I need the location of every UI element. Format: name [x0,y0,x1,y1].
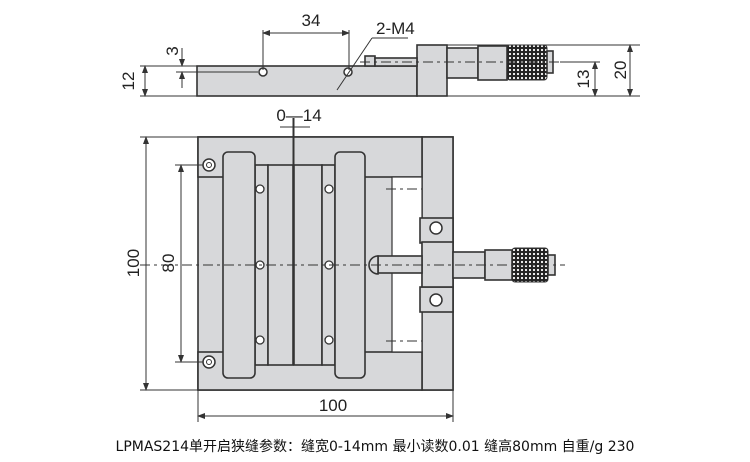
screw-icons [255,184,334,345]
dim-13-label: 13 [574,70,593,89]
screw-icon [255,184,265,194]
top-view: 0—14 100 80 100 [124,106,565,422]
side-block [416,44,448,97]
side-view: 34 2-M4 3 12 13 20 [119,11,640,97]
slit-range-label: 0—14 [276,106,321,125]
dim-3-label: 3 [163,46,182,55]
thread-leader-line [336,37,373,91]
screw-icon [324,184,334,194]
dim-slit-height-label: 80 [159,254,178,273]
spec-caption: LPMAS214单开启狭缝参数：缝宽0-14mm 最小读数0.01 缝高80mm… [115,439,635,455]
side-body [196,65,418,97]
dim-12-label: 12 [119,72,138,91]
mount-hole-icon [202,158,216,172]
mount-hole-icon [429,221,443,235]
thread-label: 2-M4 [376,19,415,38]
mount-hole-icon [202,355,216,369]
dim-width-label: 100 [124,249,143,277]
side-pin [364,55,376,67]
side-barrel [446,47,479,79]
mount-hole-icon [429,293,443,307]
dim-20-label: 20 [611,61,630,80]
screw-icon [324,335,334,345]
dim-34-label: 34 [302,11,321,30]
screw-icon [255,335,265,345]
dim-length-label: 100 [319,396,347,415]
mount-hole-inner-ring [206,359,212,365]
side-thimble [477,45,508,81]
mount-hole-inner-ring [206,162,212,168]
